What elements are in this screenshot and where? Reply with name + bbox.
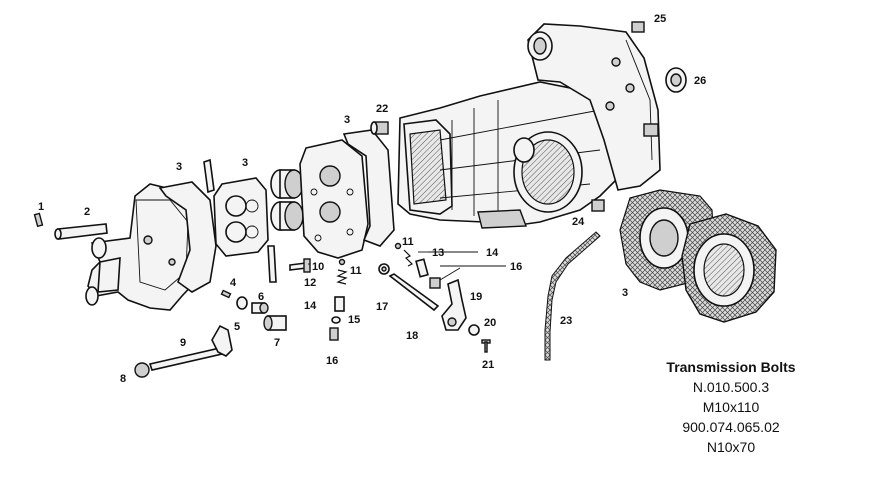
part-22-plug <box>370 121 389 135</box>
main-transmission-case <box>397 81 621 229</box>
callout-15: 15 <box>348 314 360 326</box>
callout-5: 5 <box>234 321 240 333</box>
part-12-spring <box>336 269 348 285</box>
callout-4: 4 <box>230 277 237 289</box>
callout-3-front: 3 <box>176 161 182 173</box>
callout-1: 1 <box>38 201 44 213</box>
callout-3-case: 3 <box>344 114 350 126</box>
part-24-plug <box>591 199 605 212</box>
callout-26: 26 <box>694 75 706 87</box>
part-17-washer <box>378 263 390 275</box>
callout-17: 17 <box>376 301 388 313</box>
part-14-plunger-left <box>334 296 345 312</box>
callout-6: 6 <box>258 291 264 303</box>
callout-8: 8 <box>120 373 126 385</box>
part-8-nut <box>134 362 150 378</box>
bell-housing <box>527 23 661 191</box>
legend-line: M10x110 <box>702 399 760 415</box>
callout-24: 24 <box>572 216 585 228</box>
part-4-pin <box>220 289 232 299</box>
front-housing <box>85 183 199 311</box>
callout-16-left: 16 <box>326 355 338 367</box>
part-19-lever <box>441 278 467 331</box>
part-2-shaft <box>54 223 108 240</box>
callout-19: 19 <box>470 291 482 303</box>
intermediate-plate <box>299 139 369 259</box>
callout-22: 22 <box>376 103 388 115</box>
part-11-ball-right <box>394 242 402 250</box>
callout-16-right: 16 <box>510 261 522 273</box>
callout-23: 23 <box>560 315 572 327</box>
callout-14-right: 14 <box>486 247 499 259</box>
callout-18: 18 <box>406 330 418 342</box>
part-20-washer <box>468 324 480 336</box>
transmission-bolts-legend: Transmission Bolts N.010.500.3 M10x110 9… <box>626 357 836 457</box>
part-7-bushing <box>263 315 287 331</box>
callout-7: 7 <box>274 337 280 349</box>
part-15-washer <box>331 316 341 324</box>
part-9-shift-rod <box>148 324 233 371</box>
legend-line: 900.074.065.02 <box>682 419 780 435</box>
part-3-gasket-plate <box>342 129 395 247</box>
legend-line: N.010.500.3 <box>692 379 770 395</box>
part-26-seal <box>665 67 687 93</box>
part-1-bolt <box>33 212 44 228</box>
legend-line: N10x70 <box>706 439 756 455</box>
callout-25: 25 <box>654 13 666 25</box>
part-10-bolt <box>289 258 311 273</box>
callout-2: 2 <box>84 206 90 218</box>
callout-3-cover: 3 <box>622 287 628 299</box>
callout-9: 9 <box>180 337 186 349</box>
part-25-bush <box>631 21 645 33</box>
callout-11-left: 11 <box>350 265 362 277</box>
rear-cover <box>681 213 777 323</box>
callout-21: 21 <box>482 359 494 371</box>
part-18-shift-rod <box>388 273 440 312</box>
callout-13: 13 <box>432 247 444 259</box>
retaining-strap <box>203 158 277 283</box>
callout-11-right: 11 <box>402 236 414 248</box>
callout-12: 12 <box>304 277 316 289</box>
part-6-bolt <box>251 302 269 314</box>
callout-3-plate: 3 <box>242 157 248 169</box>
part-21-pin <box>481 339 491 353</box>
bearing-pair <box>270 169 304 231</box>
part-23-gasket-strip <box>544 231 601 361</box>
part-11-ball <box>338 258 346 266</box>
part-16-plug-right <box>429 277 441 289</box>
callout-10: 10 <box>312 261 324 273</box>
legend-title: Transmission Bolts <box>666 359 796 375</box>
leader-lines <box>308 251 506 281</box>
part-3-bearing-plate <box>213 177 269 257</box>
part-14-plunger-right <box>415 258 429 278</box>
part-13-spring <box>403 249 414 267</box>
callout-20: 20 <box>484 317 496 329</box>
part-3-gasket-front <box>158 181 217 293</box>
callout-14-left: 14 <box>304 300 317 312</box>
part-16-plug-left <box>329 327 339 341</box>
part-5-circlip <box>236 296 248 310</box>
